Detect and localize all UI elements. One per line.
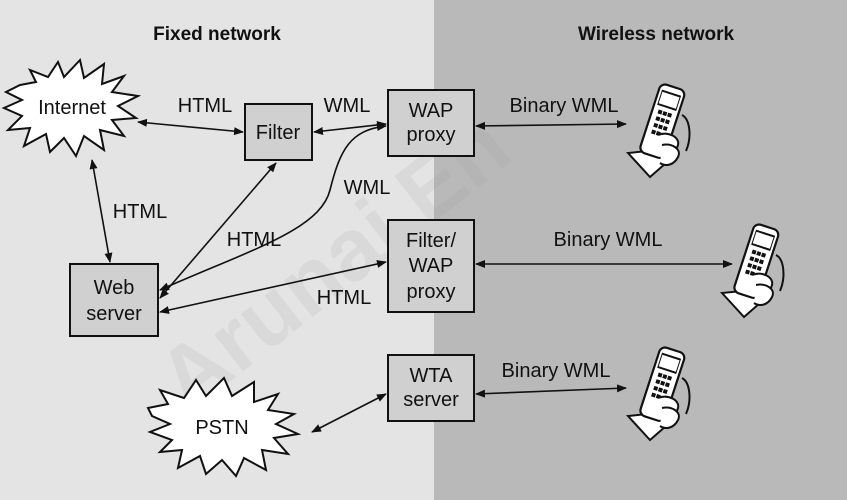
edge-wta-phone-label: Binary WML [502, 360, 611, 382]
web-server-box [69, 263, 159, 337]
edge-web-filter-wap-label: HTML [317, 287, 371, 309]
wta-server-box [387, 354, 475, 422]
wta-server-label-line2: server [403, 389, 459, 411]
edge-wta-phone [475, 384, 627, 398]
filter-wap-proxy-label-line2: WAP [409, 255, 454, 277]
pstn-cloud [146, 376, 302, 478]
filter-label: Filter [256, 122, 301, 144]
fixed-network-title: Fixed network [153, 24, 281, 45]
edge-web-wap-wml-label: WML [344, 177, 391, 199]
edge-internet-web [89, 159, 113, 263]
pstn-label: PSTN [195, 417, 248, 439]
filter-wap-proxy-label-line3: proxy [407, 281, 456, 303]
wap-proxy-box [387, 89, 475, 157]
wap-proxy-label-line1: WAP [409, 100, 454, 122]
internet-label: Internet [38, 97, 106, 119]
web-server-label-line1: Web [94, 277, 135, 299]
edge-web-filter-label: HTML [227, 229, 281, 251]
wireless-network-title: Wireless network [578, 24, 735, 45]
internet-cloud [1, 57, 142, 159]
edge-pstn-wta [311, 393, 387, 433]
filter-wap-proxy-box [387, 219, 475, 313]
edge-internet-filter-label: HTML [178, 95, 232, 117]
edge-web-filter-wap [159, 260, 387, 314]
edge-internet-web-label: HTML [113, 201, 167, 223]
filter-wap-proxy-label-line1: Filter/ [406, 230, 456, 252]
wta-server-label-line1: WTA [410, 365, 454, 387]
web-server-label-line2: server [86, 303, 142, 325]
edge-filter-wap-label: WML [324, 95, 371, 117]
edge-wap-phone-label: Binary WML [510, 95, 619, 117]
wap-proxy-label-line2: proxy [407, 124, 456, 146]
edge-wap-phone [475, 120, 627, 130]
edge-filterwap-phone-label: Binary WML [554, 229, 663, 251]
